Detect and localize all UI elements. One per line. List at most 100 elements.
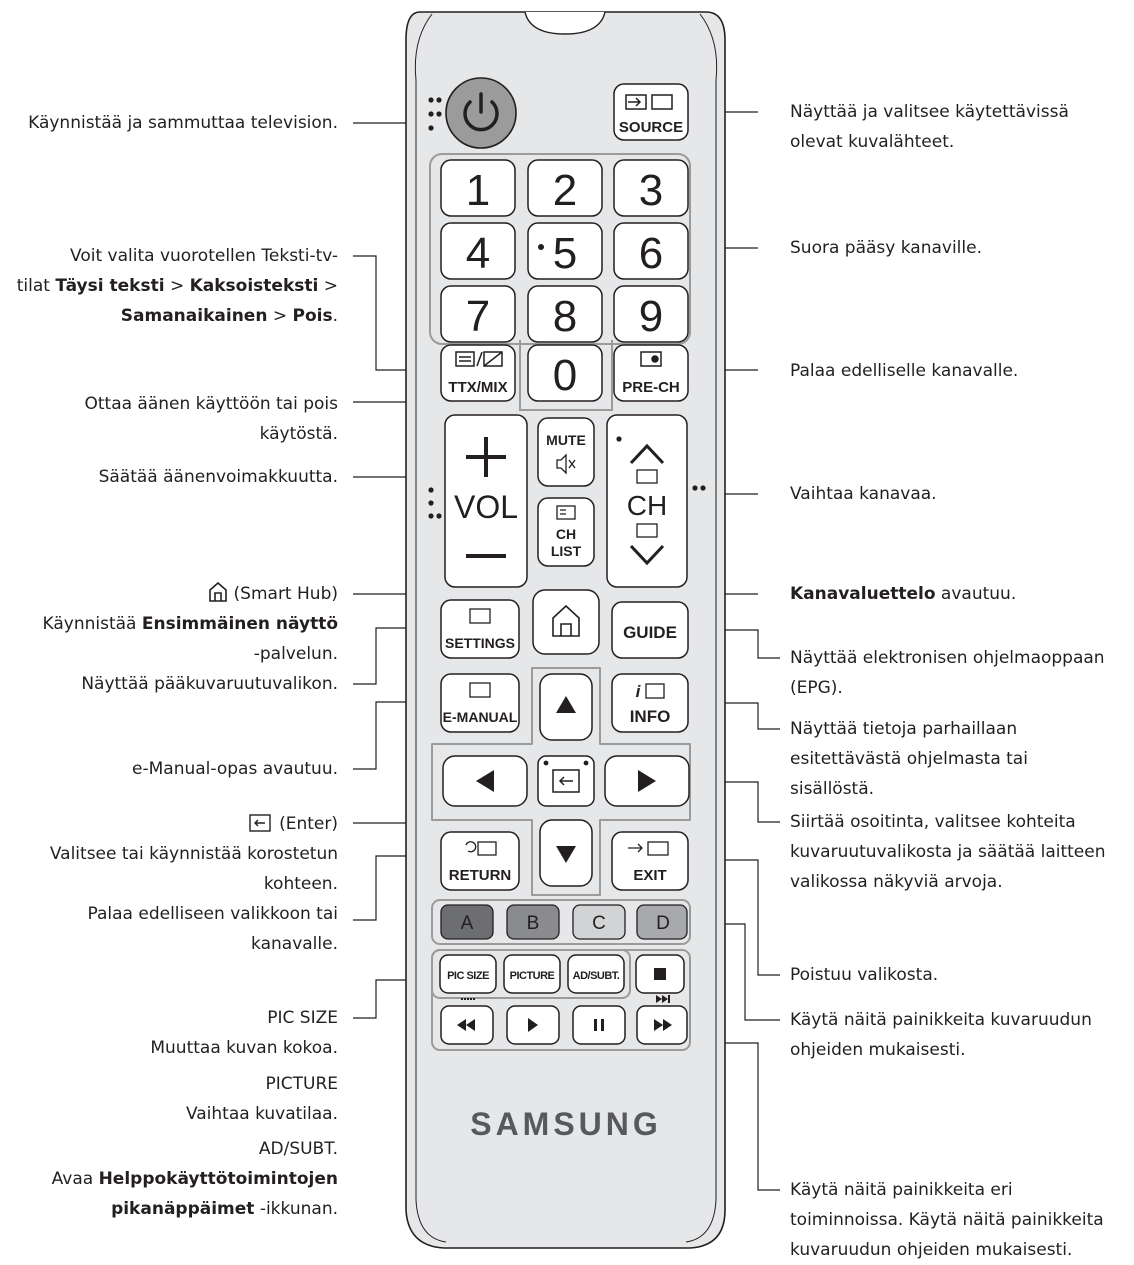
- exit-icon: [628, 841, 669, 856]
- color-b-button[interactable]: B: [506, 904, 560, 940]
- color-b-label: B: [527, 913, 540, 934]
- caption-guide: Näyttää elektronisen ohjelmaoppaan(EPG).: [790, 648, 1105, 698]
- settings-button[interactable]: SETTINGS: [440, 599, 520, 659]
- pre-ch-icon: [640, 351, 662, 367]
- color-a-label: A: [461, 913, 474, 934]
- mute-label: MUTE: [546, 432, 586, 448]
- info-label: INFO: [630, 707, 671, 726]
- color-buttons: A B C D: [440, 904, 688, 940]
- digit-9-button[interactable]: 9: [613, 285, 689, 343]
- digit-4-button[interactable]: 4: [440, 222, 516, 280]
- play-button[interactable]: [506, 1005, 560, 1045]
- digit-label: 6: [639, 229, 663, 278]
- pause-button[interactable]: [572, 1005, 626, 1045]
- digit-label: 5: [553, 229, 577, 278]
- brand-logo: SAMSUNG: [470, 1106, 662, 1142]
- smart-hub-button[interactable]: [532, 589, 600, 655]
- volume-label: VOL: [454, 489, 518, 525]
- fast-forward-button[interactable]: [636, 1005, 688, 1045]
- exit-button[interactable]: EXIT: [611, 831, 689, 891]
- volume-dots: [428, 487, 442, 519]
- e-manual-icon: [469, 682, 491, 698]
- pic-size-label: PIC SIZE: [447, 970, 489, 982]
- caption-e-manual: e-Manual-opas avautuu.: [132, 759, 338, 779]
- digit-2-button[interactable]: 2: [527, 159, 603, 217]
- guide-label: GUIDE: [623, 623, 677, 642]
- return-icon: [465, 841, 497, 856]
- mute-button[interactable]: MUTE: [537, 417, 595, 487]
- right-button[interactable]: [604, 755, 690, 807]
- picture-button[interactable]: PICTURE: [503, 954, 561, 994]
- channel-rocker[interactable]: CH: [606, 414, 688, 588]
- color-c-button[interactable]: C: [572, 904, 626, 940]
- caption-channel: Vaihtaa kanavaa.: [790, 484, 937, 504]
- digit-5-dot: [538, 244, 544, 250]
- digit-label: 8: [553, 292, 577, 341]
- rewind-button[interactable]: [440, 1005, 494, 1045]
- e-manual-label: E-MANUAL: [443, 709, 518, 725]
- return-button[interactable]: RETURN: [440, 831, 520, 891]
- digit-label: 4: [466, 229, 490, 278]
- pre-ch-label: PRE-CH: [622, 379, 680, 396]
- ad-subt-button[interactable]: AD/SUBT.: [567, 954, 625, 994]
- caption-power: Käynnistää ja sammuttaa television.: [28, 113, 338, 133]
- channel-dots: [692, 485, 706, 491]
- rewind-icon: [457, 1019, 475, 1031]
- ttx-mix-button[interactable]: TTX/MIX: [440, 344, 516, 402]
- up-button[interactable]: [539, 673, 593, 741]
- digit-3-button[interactable]: 3: [613, 159, 689, 217]
- down-button[interactable]: [539, 819, 593, 887]
- e-manual-button[interactable]: E-MANUAL: [440, 673, 520, 733]
- source-label: SOURCE: [619, 119, 683, 136]
- power-button[interactable]: [445, 77, 517, 149]
- caption-exit: Poistuu valikosta.: [790, 965, 939, 985]
- enter-button[interactable]: [537, 755, 595, 807]
- caption-smart-hub: (Smart Hub) Käynnistää Ensimmäinen näytt…: [42, 581, 338, 694]
- caption-ad-subt: AD/SUBT. Avaa Helppokäyttötoimintojen pi…: [51, 1139, 338, 1219]
- digit-label: 2: [553, 166, 577, 215]
- enter-icon: [249, 814, 271, 832]
- info-i-label: i: [636, 682, 642, 701]
- digit-1-button[interactable]: 1: [440, 159, 516, 217]
- channel-down-sub-icon: [636, 523, 658, 538]
- color-a-button[interactable]: A: [440, 904, 494, 940]
- left-arrow-icon: [476, 770, 494, 792]
- ad-subt-label: AD/SUBT.: [573, 970, 620, 982]
- stop-icon: [654, 968, 666, 980]
- return-label: RETURN: [449, 867, 512, 884]
- digit-8-button[interactable]: 8: [527, 285, 603, 343]
- enter-icon: [552, 769, 580, 793]
- ch-list-icon: [556, 505, 576, 520]
- digit-5-button[interactable]: 5: [527, 222, 603, 280]
- settings-icon: [469, 608, 491, 624]
- pic-size-button[interactable]: PIC SIZE: [439, 954, 497, 994]
- source-button[interactable]: SOURCE: [613, 83, 689, 141]
- left-button[interactable]: [442, 755, 528, 807]
- color-d-button[interactable]: D: [636, 904, 688, 940]
- digit-0-button[interactable]: 0: [527, 344, 603, 402]
- ttx-label: TTX/MIX: [448, 379, 507, 396]
- exit-label: EXIT: [633, 867, 666, 884]
- info-button[interactable]: i INFO: [611, 673, 689, 733]
- color-c-label: C: [592, 913, 606, 934]
- digit-label: 0: [553, 351, 577, 400]
- ch-list-button[interactable]: CH LIST: [537, 497, 595, 567]
- caption-digits: Suora pääsy kanaville.: [790, 238, 982, 258]
- digit-7-button[interactable]: 7: [440, 285, 516, 343]
- volume-rocker[interactable]: VOL: [444, 414, 528, 588]
- down-arrow-icon: [556, 846, 576, 863]
- power-dots: [428, 97, 442, 131]
- caption-enter: (Enter) Valitsee tai käynnistää korostet…: [49, 814, 338, 954]
- top-notch: [524, 11, 606, 35]
- guide-button[interactable]: GUIDE: [611, 601, 689, 659]
- stop-button[interactable]: [635, 954, 685, 994]
- volume-plus-icon: [466, 437, 506, 477]
- pre-ch-button[interactable]: PRE-CH: [613, 344, 689, 402]
- digit-6-button[interactable]: 6: [613, 222, 689, 280]
